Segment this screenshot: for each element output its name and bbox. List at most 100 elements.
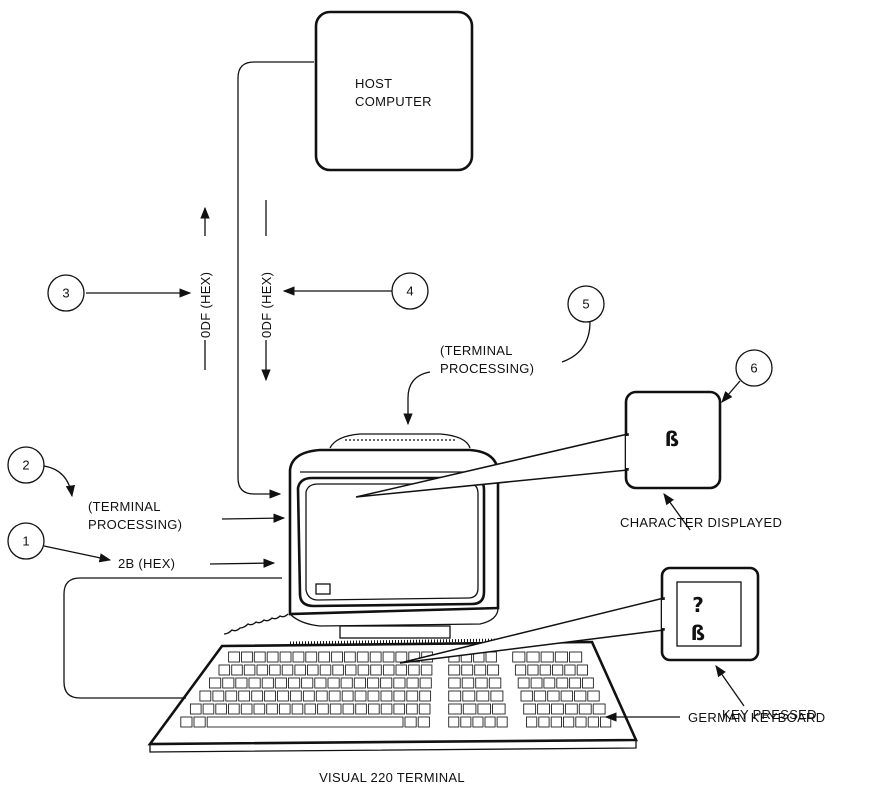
keyboard-key xyxy=(418,703,431,715)
step-5-annotation: 5 (TERMINAL PROCESSING) xyxy=(403,285,605,426)
keyboard-key xyxy=(487,664,500,676)
keyboard-key xyxy=(563,716,575,728)
keyboard-key xyxy=(356,651,369,663)
keyboard-key xyxy=(512,651,526,663)
keyboard-key xyxy=(488,677,502,689)
step-4-annotation: 0DF (HEX) 4 xyxy=(258,200,429,382)
keyboard-key xyxy=(331,651,343,663)
keyboard-key xyxy=(202,703,215,715)
keyboard-key xyxy=(520,690,533,702)
keyboard-key xyxy=(238,690,251,702)
host-terminal-line xyxy=(237,61,314,499)
step-2-line2: PROCESSING) xyxy=(88,517,182,532)
step-3-annotation: 0DF (HEX) 3 xyxy=(47,206,213,370)
keyboard-key xyxy=(527,664,539,676)
keyboard-key xyxy=(274,677,287,689)
keyboard-key xyxy=(496,716,508,728)
keyboard-key xyxy=(266,703,278,715)
keyboard-key xyxy=(476,690,490,702)
keyboard-key xyxy=(353,677,366,689)
step-5-line2: PROCESSING) xyxy=(440,361,534,376)
keyboard-key xyxy=(231,664,243,676)
keyboard-key xyxy=(587,690,600,702)
keyboard-key xyxy=(472,716,484,728)
keyboard-key xyxy=(341,690,354,702)
keyboard-key xyxy=(592,703,606,715)
keyboard-key xyxy=(380,690,393,702)
keyboard-key xyxy=(393,677,406,689)
keyboard-key xyxy=(279,651,292,663)
keyboard-key xyxy=(419,677,432,689)
step-1-number: 1 xyxy=(22,534,29,549)
step-5-number: 5 xyxy=(582,297,589,312)
keyboard-key xyxy=(395,651,408,663)
keyboard-key xyxy=(380,677,393,689)
keyboard-key xyxy=(448,703,462,715)
keyboard-key xyxy=(261,677,274,689)
key-caption: KEY PRESSED xyxy=(722,707,817,722)
step-1-text: 2B (HEX) xyxy=(118,556,175,571)
keyboard-key xyxy=(281,664,294,676)
keyboard-key xyxy=(564,703,578,715)
keyboard-key xyxy=(382,651,395,663)
keyboard-key xyxy=(492,703,506,715)
keyboard-key xyxy=(266,651,279,663)
keyboard-key xyxy=(578,703,592,715)
keyboard-key xyxy=(484,716,496,728)
terminal-monitor xyxy=(288,433,500,639)
keyboard-key xyxy=(526,651,540,663)
keyboard-key xyxy=(462,690,476,702)
keyboard-key xyxy=(318,651,331,663)
keyboard-key xyxy=(315,690,328,702)
keyboard-key xyxy=(206,716,404,728)
keyboard-key xyxy=(462,703,477,715)
keyboard-key xyxy=(448,677,461,689)
keyboard-key xyxy=(327,677,340,689)
keyboard-key xyxy=(332,664,344,676)
keyboard-key xyxy=(523,703,537,715)
keyboard-key xyxy=(343,651,356,663)
keyboard-key xyxy=(294,664,306,676)
keyboard-key xyxy=(264,690,276,702)
keyboard-key xyxy=(291,703,304,715)
step-6-annotation: 6 xyxy=(721,349,773,403)
keyboard-key xyxy=(533,690,547,702)
step-4-text: 0DF (HEX) xyxy=(259,272,274,338)
step-6-marker xyxy=(735,349,773,387)
keyboard-key xyxy=(235,677,248,689)
keyboard-key xyxy=(382,664,395,676)
keyboard-key xyxy=(307,664,319,676)
keyboard-key xyxy=(419,690,432,702)
keyboard-key xyxy=(554,651,568,663)
keyboard-key xyxy=(406,677,419,689)
keyboard-key xyxy=(530,677,543,689)
keyboard-key xyxy=(367,677,380,689)
keyboard-key xyxy=(539,664,551,676)
keyboard-key xyxy=(269,664,281,676)
keyboard-key xyxy=(538,716,550,728)
keyboard-key xyxy=(305,651,318,663)
keyboard-key xyxy=(367,690,380,702)
keyboard-key xyxy=(576,664,588,676)
host-computer-box: HOST COMPUTER xyxy=(314,10,474,172)
keyboard-key xyxy=(551,703,564,715)
keyboard-key xyxy=(395,664,408,676)
keyboard-key xyxy=(212,690,225,702)
step-1-marker xyxy=(7,522,45,560)
keyboard-annotation: GERMAN KEYBOARD xyxy=(604,710,825,725)
keyboard-key xyxy=(448,664,461,676)
keyboard-key xyxy=(393,690,406,702)
key-glyph-bottom: ß xyxy=(691,621,705,645)
keyboard-key xyxy=(344,664,357,676)
keyboard-key xyxy=(241,651,253,663)
step-3-text: 0DF (HEX) xyxy=(198,272,213,338)
keyboard-key xyxy=(248,677,261,689)
keyboard-key xyxy=(393,703,406,715)
keyboard-key xyxy=(304,703,317,715)
keyboard-key xyxy=(408,664,420,676)
keyboard-key xyxy=(193,716,206,728)
keyboard-key xyxy=(517,677,530,689)
keyboard-key xyxy=(460,716,472,728)
keyboard-key xyxy=(251,690,264,702)
keyboard-key xyxy=(560,690,573,702)
